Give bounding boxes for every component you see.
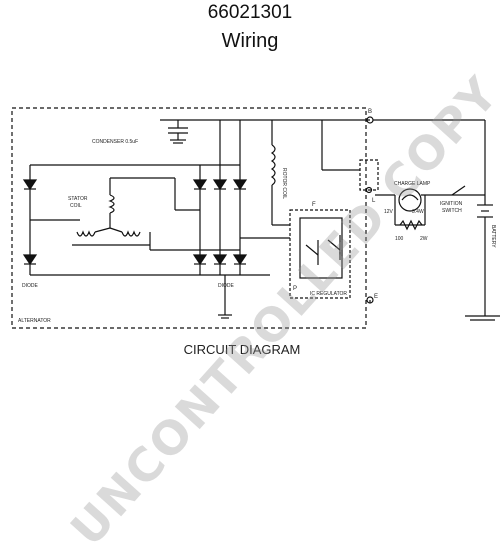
rotor-coil-label: ROTOR COIL	[281, 168, 287, 199]
terminal-b-label: B	[368, 109, 372, 115]
terminal-l-label: L	[372, 198, 376, 204]
ic-regulator-box	[289, 209, 351, 299]
stator-coil-right	[121, 230, 141, 237]
circuit-diagram: CONDENSER 0.5uF STATOR COIL ROTOR COIL D…	[11, 107, 500, 357]
lamp-power-label: 3.4W	[412, 209, 424, 215]
rotor-coil	[270, 144, 276, 186]
stator-label-2: COIL	[70, 203, 82, 209]
stator-coil-top	[108, 194, 115, 214]
alternator-label: ALTERNATOR	[18, 318, 51, 324]
alternator-enclosure	[11, 107, 367, 329]
terminal-e-label: E	[374, 294, 378, 300]
ic-regulator-label: IC REGULATOR	[310, 291, 347, 297]
terminal-p-label: P	[293, 286, 297, 292]
part-number: 66021301	[207, 2, 293, 23]
charge-lamp	[398, 188, 422, 212]
ignition-label-2: SWITCH	[442, 208, 462, 214]
diode-left-label: DIODE	[22, 283, 39, 289]
charge-lamp-label: CHARGE LAMP	[394, 181, 431, 187]
ignition-label-1: IGNITION	[440, 201, 463, 207]
stator-label-1: STATOR	[68, 196, 88, 202]
ignition-switch-blade	[451, 185, 466, 196]
circuit-caption: CIRCUIT DIAGRAM	[184, 342, 301, 357]
condenser-label: CONDENSER 0.5uF	[92, 139, 138, 145]
battery-label: BATTERY	[490, 225, 496, 248]
resistor-ohm-label: 100	[395, 236, 404, 242]
resistor-watt-label: 2W	[420, 236, 428, 242]
terminal-l	[365, 186, 373, 194]
lamp-voltage-label: 12V	[384, 209, 394, 215]
diode-mid-label: DIODE	[218, 283, 235, 289]
lamp-resistor	[399, 219, 423, 231]
stator-coil-left	[76, 230, 96, 237]
diagram-subtitle: Wiring	[221, 30, 279, 52]
terminal-f-label: F	[312, 202, 316, 208]
